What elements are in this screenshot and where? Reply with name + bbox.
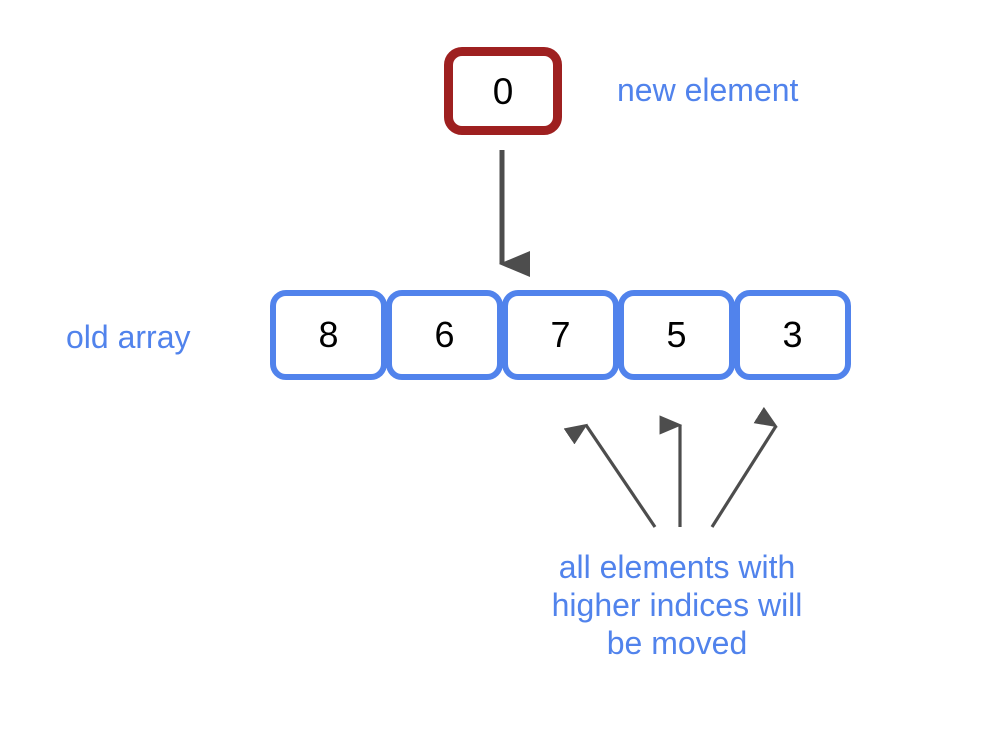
- array-cell: 7: [502, 290, 619, 380]
- shift-arrow-left: [563, 423, 657, 528]
- shift-caption-line-2: higher indices will: [551, 587, 803, 623]
- shift-arrow-right: [710, 406, 778, 528]
- array-cell-value: 6: [434, 314, 455, 355]
- array-cell-value: 7: [550, 314, 571, 355]
- new-element-value: 0: [492, 70, 514, 112]
- array-cell-value: 5: [666, 314, 687, 355]
- array-cell-value: 8: [318, 314, 339, 355]
- array-cell-value: 3: [782, 314, 803, 355]
- shift-caption-line-1: all elements with: [558, 549, 796, 585]
- array-cell: 3: [734, 290, 851, 380]
- new-element-box: 0: [444, 47, 562, 135]
- old-array-label: old array: [66, 319, 191, 355]
- array-cell: 8: [270, 290, 387, 380]
- array-cell: 5: [618, 290, 735, 380]
- array-cell: 6: [386, 290, 503, 380]
- new-element-label: new element: [617, 72, 799, 108]
- old-array-row: 8 6 7 5 3: [270, 290, 851, 380]
- shift-caption-line-3: be moved: [606, 625, 748, 661]
- shift-caption: all elements with higher indices will be…: [477, 548, 877, 662]
